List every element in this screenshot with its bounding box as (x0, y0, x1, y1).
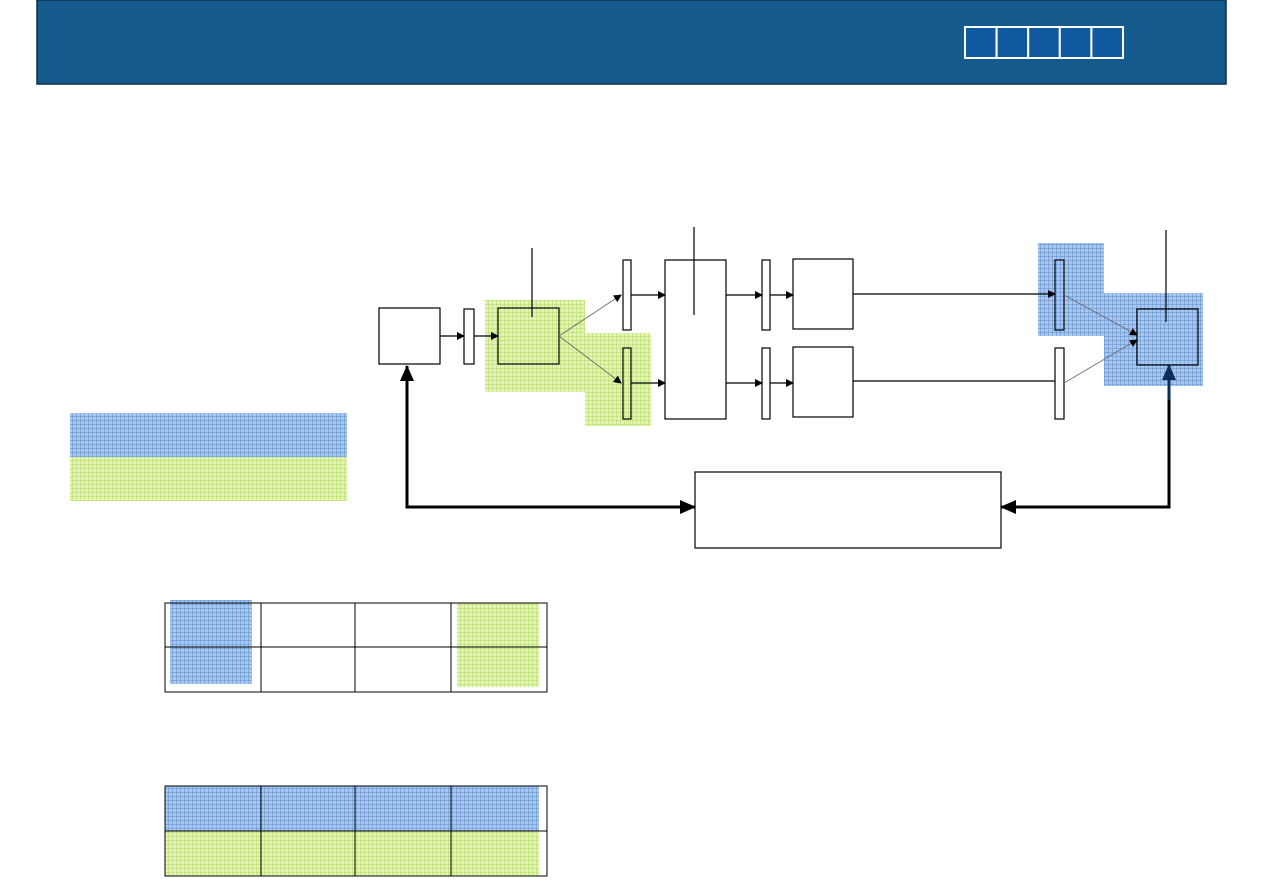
blue-region-1 (1038, 243, 1104, 336)
bar-3a (761, 259, 771, 331)
feedback-arrow-left (405, 366, 693, 509)
bar-1 (463, 308, 475, 365)
header-bar (36, 0, 1227, 85)
green-region-2 (585, 333, 651, 426)
header-cell (995, 26, 1030, 59)
blue-region-2 (1104, 293, 1203, 386)
bar-3b (761, 347, 771, 420)
legend-green-swatch (70, 457, 347, 501)
header-cell (1058, 26, 1093, 59)
source-block (378, 307, 441, 365)
block-upper (792, 258, 854, 330)
legend-blue-swatch (70, 413, 347, 457)
table-1 (164, 600, 548, 693)
table-2 (164, 785, 548, 877)
diagram-blocks (378, 227, 1199, 549)
controller-block (694, 471, 1002, 549)
bar-4b (1054, 347, 1065, 420)
header-cell (1090, 26, 1125, 59)
feedback-arrow-right (1003, 368, 1171, 509)
green-region-1 (485, 300, 585, 392)
header-cells (964, 26, 1125, 59)
header-cell (1027, 26, 1061, 59)
header-cell (964, 26, 998, 59)
bar-2a (622, 259, 632, 331)
block-lower (792, 346, 854, 418)
arrows (400, 290, 1176, 514)
central-block (664, 259, 727, 420)
legend (70, 413, 347, 501)
